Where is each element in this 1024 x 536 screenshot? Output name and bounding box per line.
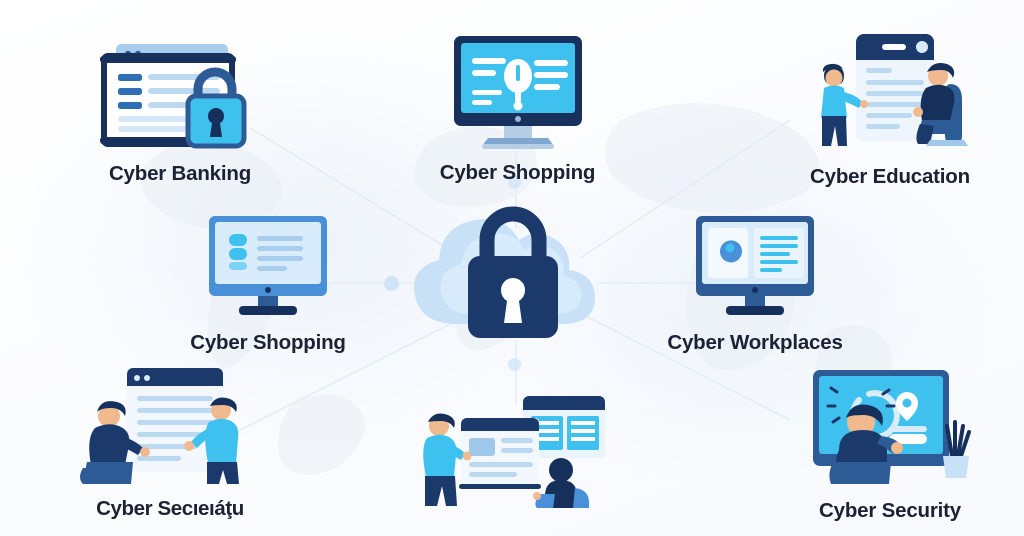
cyber-shopping-mid-art bbox=[203, 212, 333, 325]
collaboration-art bbox=[415, 378, 615, 513]
node-cyber-banking[interactable]: Cyber Banking bbox=[60, 36, 300, 186]
cyber-workplaces-art bbox=[690, 212, 820, 325]
node-label: Cyber Shopping bbox=[439, 161, 596, 184]
node-cyber-education[interactable]: Cyber Education bbox=[770, 28, 1010, 189]
two-people-document-icon bbox=[821, 34, 968, 146]
two-people-presentation-icon bbox=[423, 396, 605, 508]
two-people-whiteboard-icon bbox=[80, 368, 239, 484]
cyber-education-art bbox=[800, 28, 980, 159]
desktop-monitor-alert-icon bbox=[453, 36, 582, 149]
connector-node-dot bbox=[384, 276, 399, 291]
desktop-monitor-document-icon bbox=[209, 216, 327, 315]
node-cyber-workplaces[interactable]: Cyber Workplaces bbox=[655, 212, 855, 355]
cloud-padlock-icon bbox=[414, 206, 595, 338]
person-at-large-screen-icon bbox=[813, 370, 971, 484]
cyber-security-art bbox=[795, 364, 985, 493]
cyber-shopping-top-art bbox=[448, 32, 588, 155]
node-collaboration[interactable] bbox=[400, 378, 630, 513]
node-cyber-society[interactable]: Cyber Secıeıáţu bbox=[50, 364, 290, 521]
node-label: Cyber Security bbox=[819, 499, 961, 522]
node-label: Cyber Workplaces bbox=[667, 331, 843, 354]
browser-window-with-padlock-icon bbox=[100, 44, 247, 149]
node-cyber-shopping-mid[interactable]: Cyber Shopping bbox=[168, 212, 368, 355]
center-cloud-lock bbox=[405, 196, 620, 351]
cyber-society-art bbox=[75, 364, 265, 491]
node-label: Cyber Secıeıáţu bbox=[96, 497, 244, 520]
cyber-banking-art bbox=[90, 36, 270, 156]
node-cyber-security[interactable]: Cyber Security bbox=[770, 364, 1010, 523]
connector-node-dot bbox=[508, 176, 521, 189]
connector-node-dot bbox=[508, 358, 521, 371]
node-label: Cyber Shopping bbox=[190, 331, 346, 354]
node-label: Cyber Education bbox=[810, 165, 970, 188]
node-label: Cyber Banking bbox=[108, 162, 252, 185]
desktop-monitor-dashboard-icon bbox=[696, 216, 814, 315]
node-cyber-shopping-top[interactable]: Cyber Shopping bbox=[425, 32, 610, 185]
